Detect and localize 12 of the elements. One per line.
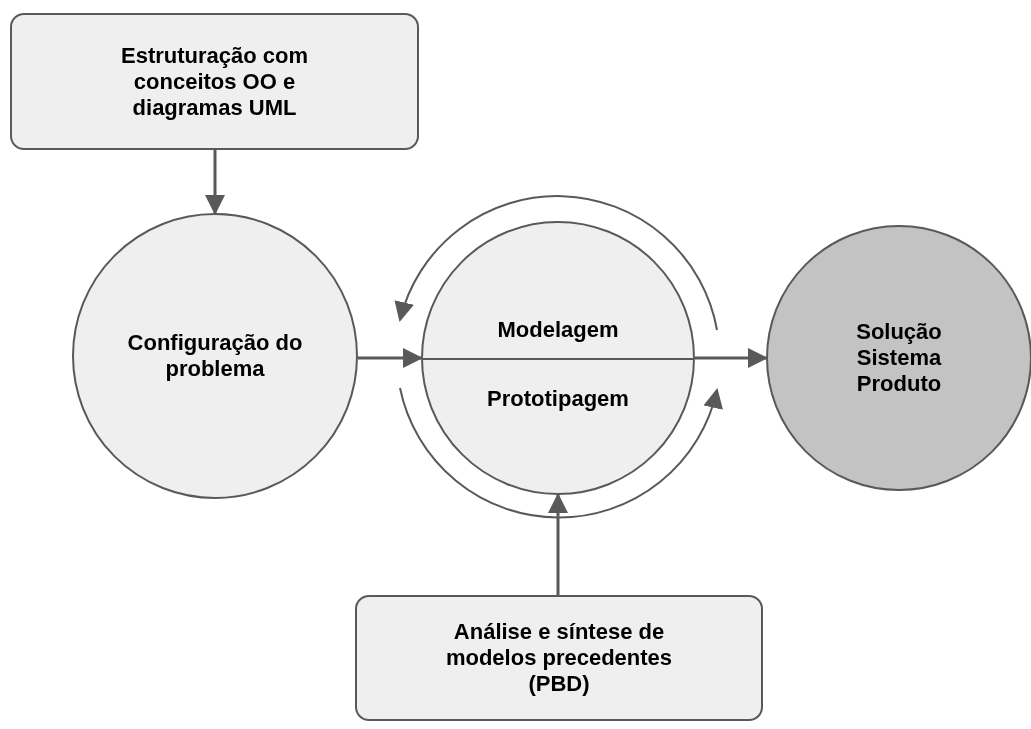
node-text: Prototipagem: [487, 386, 629, 412]
node-text: Modelagem: [497, 317, 619, 343]
process-box: [355, 595, 763, 721]
node-text: Configuração do problema: [126, 330, 304, 382]
node-text: Solução Sistema Produto: [855, 319, 943, 397]
node-text: Estruturação com conceitos OO e diagramas UML: [119, 42, 310, 121]
node-text: Análise e síntese de modelos precedentes (PBD): [444, 619, 674, 697]
process-box: [10, 13, 419, 150]
arrow: [358, 348, 423, 368]
arrow: [548, 493, 568, 595]
arrow: [695, 348, 768, 368]
arrow: [205, 150, 225, 215]
